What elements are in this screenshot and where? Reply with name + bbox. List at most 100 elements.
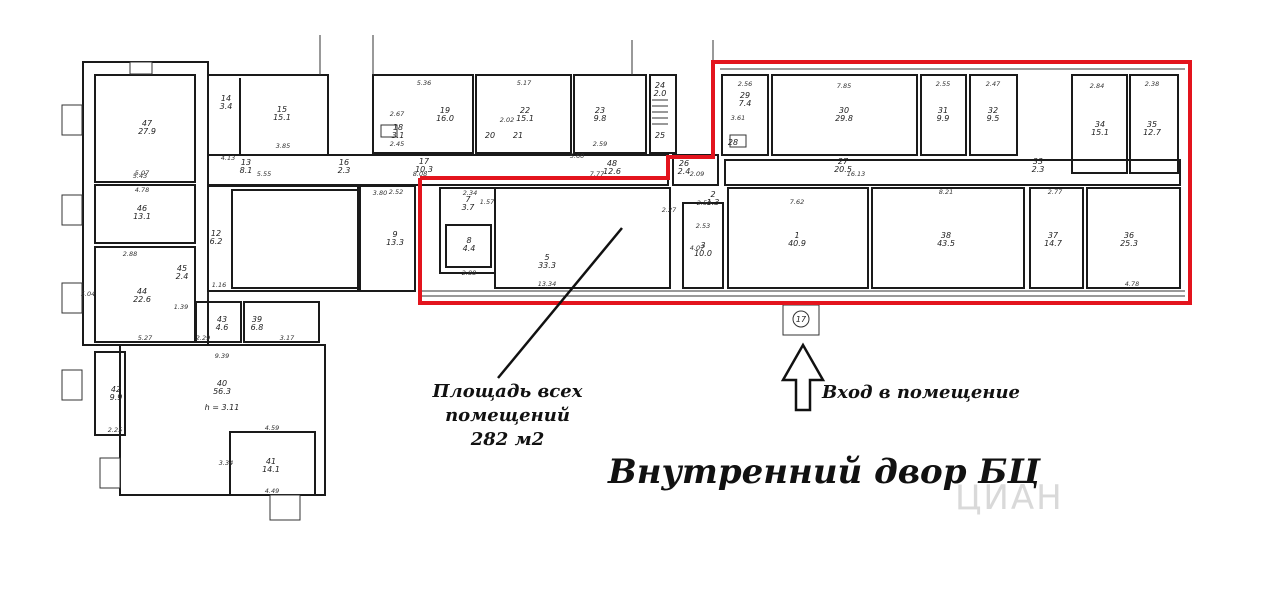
room-number: 33 xyxy=(1033,157,1043,166)
svg-text:2.52: 2.52 xyxy=(389,188,403,196)
tenant-zone-walls xyxy=(420,68,1185,336)
room-number: 38 xyxy=(941,231,951,240)
total-area-caption: Площадь всех помещений 282 м2 xyxy=(420,380,595,452)
room-number: 20 xyxy=(485,131,495,140)
room-number: 14 xyxy=(221,94,231,103)
room-number: 26 xyxy=(679,159,689,168)
room-number: 16 xyxy=(339,158,349,167)
room-area: 7.4 xyxy=(739,99,752,108)
room-number: 39 xyxy=(252,315,262,324)
svg-text:2.25: 2.25 xyxy=(108,426,122,434)
room-number: 21 xyxy=(513,131,523,140)
room-area: 3.4 xyxy=(220,102,233,111)
svg-text:2.29: 2.29 xyxy=(196,334,210,342)
svg-text:5.36: 5.36 xyxy=(417,79,431,87)
room-area: 15.1 xyxy=(516,114,534,123)
room-number: 27 xyxy=(838,157,849,166)
room-number: 13 xyxy=(241,158,251,167)
room-number: 34 xyxy=(1095,120,1105,129)
room-number: 19 xyxy=(440,106,450,115)
svg-text:5.60: 5.60 xyxy=(570,152,584,160)
room-area: 6.8 xyxy=(251,323,264,332)
room-number: 48 xyxy=(607,159,617,168)
room-number: 2 xyxy=(710,190,715,199)
room-area: 9.5 xyxy=(987,114,1000,123)
entrance-caption: Вход в помещение xyxy=(822,382,1021,403)
west-wing-walls xyxy=(61,61,326,521)
svg-text:5.17: 5.17 xyxy=(517,79,532,87)
room-area: 29.8 xyxy=(835,114,853,123)
room-number: 9 xyxy=(392,230,397,239)
room-number: 7 xyxy=(465,195,471,204)
svg-text:3.80: 3.80 xyxy=(373,189,387,197)
room-area: 9.8 xyxy=(594,114,607,123)
room-number: 30 xyxy=(839,106,849,115)
svg-text:4.07: 4.07 xyxy=(690,244,705,252)
central-block-walls xyxy=(207,35,747,292)
svg-text:3.34: 3.34 xyxy=(219,459,233,467)
room-number: 18 xyxy=(393,123,403,132)
svg-text:5.55: 5.55 xyxy=(257,170,271,178)
svg-text:8.08: 8.08 xyxy=(413,170,427,178)
room-area: 2.3 xyxy=(1032,165,1045,174)
svg-text:7.85: 7.85 xyxy=(837,82,851,90)
svg-text:2.53: 2.53 xyxy=(696,222,710,230)
svg-text:1.16: 1.16 xyxy=(212,281,226,289)
room-area: 15.1 xyxy=(273,113,291,122)
room-number: 5 xyxy=(544,253,549,262)
room-number: 42 xyxy=(111,385,121,394)
room-area: 10.0 xyxy=(694,249,712,258)
room-number: 36 xyxy=(1124,231,1134,240)
room-number: 44 xyxy=(137,287,147,296)
svg-text:2.02: 2.02 xyxy=(500,116,514,124)
total-area-line-1: Площадь всех xyxy=(432,381,583,402)
svg-text:2.88: 2.88 xyxy=(123,250,137,258)
room-area: 4.4 xyxy=(463,244,476,253)
room-area: 2.4 xyxy=(678,167,691,176)
room-number: 28 xyxy=(728,138,738,147)
svg-text:2.27: 2.27 xyxy=(662,206,677,214)
room-area: 10.3 xyxy=(415,165,433,174)
svg-text:3.85: 3.85 xyxy=(276,142,290,150)
svg-text:1.57: 1.57 xyxy=(480,198,495,206)
room-number: 25 xyxy=(655,131,665,140)
room-area: 15.1 xyxy=(1091,128,1109,137)
svg-text:5.43: 5.43 xyxy=(133,172,147,180)
svg-text:2.55: 2.55 xyxy=(936,80,950,88)
room-labels: 47 27.9 46 13.1 44 22.6 45 2.4 43 4.6 39… xyxy=(110,81,1162,474)
room-area: 13.3 xyxy=(386,238,404,247)
total-area-line-3: 282 м2 xyxy=(470,429,545,450)
staircase xyxy=(652,99,668,125)
room-number: 31 xyxy=(938,106,948,115)
room-area: 9.9 xyxy=(110,393,123,402)
room-number: 8 xyxy=(466,236,471,245)
room-number: 3 xyxy=(700,241,705,250)
svg-text:5.07: 5.07 xyxy=(135,169,150,177)
svg-text:2.38: 2.38 xyxy=(1145,80,1159,88)
svg-text:2.59: 2.59 xyxy=(593,140,607,148)
room-number: 22 xyxy=(520,106,530,115)
room-area: 56.3 xyxy=(213,387,231,396)
entrance-marker: 17 xyxy=(796,315,807,324)
svg-text:13.34: 13.34 xyxy=(538,280,557,288)
room-area: 14.1 xyxy=(262,465,280,474)
svg-text:5.27: 5.27 xyxy=(138,334,153,342)
room-number: 17 xyxy=(419,157,430,166)
room-area: 4.6 xyxy=(216,323,229,332)
room-number: 41 xyxy=(266,457,276,466)
room-area: 2.3 xyxy=(338,166,351,175)
room-area: 1.3 xyxy=(707,198,720,207)
svg-text:5.04: 5.04 xyxy=(81,290,95,298)
svg-text:2.45: 2.45 xyxy=(390,140,404,148)
svg-text:7.77: 7.77 xyxy=(590,170,605,178)
room-number: 1 xyxy=(794,231,799,240)
room-area: 3.7 xyxy=(462,203,476,212)
watermark: ЦИАН xyxy=(955,478,1064,518)
room-number: 23 xyxy=(595,106,605,115)
room-area: 2.4 xyxy=(176,272,189,281)
svg-text:2.88: 2.88 xyxy=(462,269,476,277)
svg-text:2.47: 2.47 xyxy=(986,80,1001,88)
svg-text:7.62: 7.62 xyxy=(790,198,804,206)
svg-text:9.39: 9.39 xyxy=(215,352,229,360)
